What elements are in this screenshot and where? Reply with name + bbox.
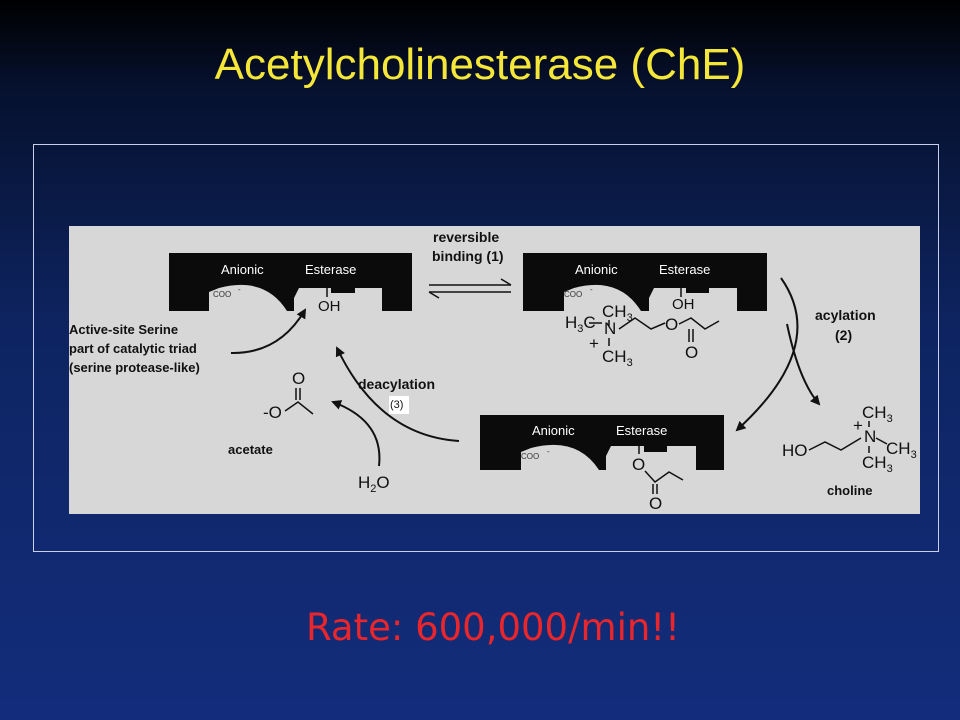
coo-label: COO (213, 290, 231, 299)
coo-charge: - (590, 285, 593, 294)
choline-release-arrow (786, 323, 821, 406)
coo-label: COO (564, 290, 582, 299)
anionic-label: Anionic (532, 423, 575, 438)
acetate-o-minus: -O (263, 403, 282, 422)
serine-pointer-arrow (230, 308, 307, 355)
step2-line1: acylation (815, 307, 876, 323)
anionic-label: Anionic (575, 262, 618, 277)
forward-arrow-head (500, 278, 512, 286)
reverse-arrow-head (428, 291, 440, 299)
ethylene-chain (808, 437, 862, 451)
serine-note-line2: part of catalytic triad (69, 341, 197, 356)
ester-o: O (665, 315, 678, 334)
ch3-top: CH3 (862, 403, 893, 425)
carbonyl-o: O (649, 494, 662, 513)
carbonyl-o: O (685, 343, 698, 362)
diagram-frame (33, 144, 939, 552)
step3-badge-bg (389, 396, 409, 414)
equilibrium-arrows (428, 278, 512, 299)
acetyl-chain (644, 470, 684, 483)
enzyme-active-site-shape (169, 253, 412, 311)
step3-badge: (3) (390, 399, 403, 411)
mechanism-diagram: Anionic Esterase COO - OH reversible bin… (69, 229, 917, 513)
mechanism-panel: Anionic Esterase COO - OH reversible bin… (69, 226, 920, 514)
choline-molecule: CH3 + N CH3 CH3 HO choline (782, 403, 917, 498)
esterase-label: Esterase (616, 423, 667, 438)
esterase-label: Esterase (305, 262, 356, 277)
ch3-bottom: CH3 (602, 347, 633, 369)
deacylation-arrow (335, 346, 460, 442)
acetyl-chain (678, 317, 720, 330)
ch3-right: CH3 (886, 439, 917, 461)
h3c-label: H3C (565, 313, 596, 335)
slide-title: Acetylcholinesterase (ChE) (214, 40, 746, 89)
acyl-enzyme: Anionic Esterase COO - O O (480, 415, 724, 513)
enzyme-active-site-shape (523, 253, 767, 311)
rate-text: Rate: 600,000/min!! (306, 606, 680, 649)
serine-note-line1: Active-site Serine (69, 322, 178, 337)
coo-charge: - (547, 447, 550, 456)
coo-label: COO (521, 452, 539, 461)
ch3-bottom: CH3 (862, 453, 893, 475)
acetate-release-arrow (331, 400, 381, 467)
enzyme-substrate-complex: Anionic Esterase COO - OH CH3 H3C N + CH… (523, 253, 767, 369)
esterase-label: Esterase (659, 262, 710, 277)
plus-label: + (853, 416, 863, 435)
water-label: H2O (358, 473, 390, 495)
n-label: N (864, 427, 876, 446)
bond (875, 437, 888, 445)
ch3-top: CH3 (602, 302, 633, 324)
step2-line2: (2) (835, 327, 852, 343)
acetate-chain (284, 401, 314, 415)
ho-label: HO (782, 441, 808, 460)
step1-line2: binding (1) (432, 248, 504, 264)
ethylene-chain (618, 317, 666, 330)
choline-label: choline (827, 483, 873, 498)
coo-charge: - (238, 285, 241, 294)
n-label: N (604, 319, 616, 338)
step1-line1: reversible (433, 229, 499, 245)
ser-o: O (632, 455, 645, 474)
anionic-label: Anionic (221, 262, 264, 277)
plus-label: + (589, 334, 599, 353)
enzyme-active-site-shape (480, 415, 724, 470)
acetate-molecule: O -O acetate (228, 369, 314, 457)
oh-label: OH (672, 296, 695, 313)
serine-note-line3: (serine protease-like) (69, 360, 200, 375)
acetate-o-top: O (292, 369, 305, 388)
enzyme-free: Anionic Esterase COO - OH (169, 253, 412, 315)
acetate-label: acetate (228, 442, 273, 457)
oh-label: OH (318, 298, 341, 315)
step3-label: deacylation (358, 376, 435, 392)
